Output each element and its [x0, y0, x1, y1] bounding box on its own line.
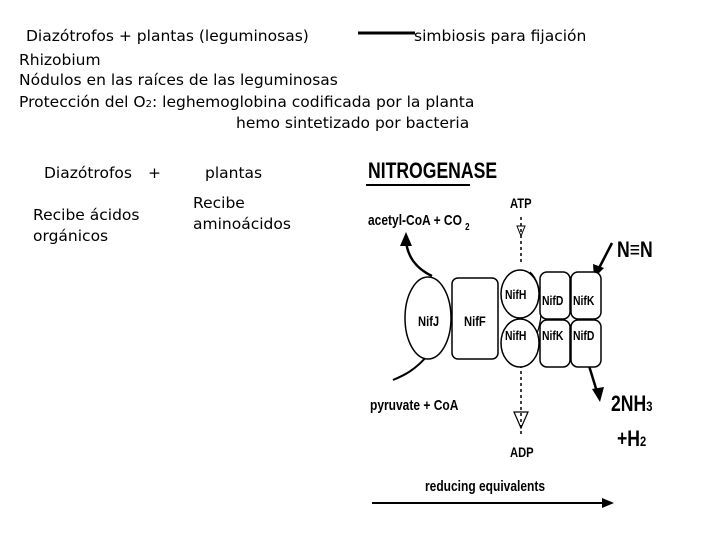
reducing-arrowhead [602, 498, 614, 508]
nh3-text: 2NH [611, 391, 647, 416]
adp-arrowhead [513, 411, 529, 430]
n2-label: N≡N [617, 237, 653, 262]
proteccion-pre: Protección del O [19, 93, 146, 111]
nh3-label: 2NH3 [611, 392, 652, 418]
nifd-top-shape [539, 271, 571, 320]
proteccion-post: : leghemoglobina codificada por la plant… [151, 93, 475, 111]
atp-arrowhead [516, 225, 526, 238]
nifj-shape [404, 276, 452, 360]
acetyl-coa-text: acetyl-CoA + CO [368, 212, 462, 229]
h2-label: +H2 [617, 427, 646, 453]
niff-label: NifF [464, 313, 486, 329]
nifh-bottom-shape [500, 318, 540, 368]
nifk-top-shape [570, 271, 602, 320]
nifd-bottom-label: NifD [573, 328, 595, 343]
pyruvate-label: pyruvate + CoA [370, 397, 459, 414]
nifk-bottom-label: NifK [542, 328, 564, 343]
recibe-acidos-line1: Recibe ácidos [33, 206, 140, 224]
plantas-label: plantas [205, 164, 263, 182]
nifk-bottom-shape [539, 319, 571, 368]
nifj-label: NifJ [418, 313, 440, 329]
plus-sign: + [148, 164, 161, 182]
h2-subscript: 2 [640, 433, 647, 449]
co2-subscript: 2 [465, 222, 470, 233]
h2-text: +H [617, 426, 640, 451]
nh3-arrowhead [592, 387, 604, 402]
nifh-top-shape [500, 269, 540, 319]
atp-label: ATP [510, 195, 532, 211]
header-proteccion: Protección del O2: leghemoglobina codifi… [19, 93, 474, 114]
nifh-bottom-label: NifH [505, 328, 527, 343]
nifd-top-label: NifD [542, 293, 564, 308]
recibe-amino-line2: aminoácidos [193, 215, 291, 233]
nifd-bottom-shape [570, 319, 602, 368]
reducing-equivalents-label: reducing equivalents [425, 478, 546, 495]
nifk-top-label: NifK [573, 293, 595, 308]
recibe-acidos-line2: orgánicos [33, 227, 109, 245]
oxygen-subscript: 2 [145, 99, 152, 110]
niff-shape [451, 277, 499, 360]
header-hemo: hemo sintetizado por bacteria [236, 114, 470, 132]
header-symbiosis-label: simbiosis para fijación [414, 27, 587, 45]
header-line-diazotrofos-plantas: Diazótrofos + plantas (leguminosas) [26, 27, 309, 45]
adp-label: ADP [510, 444, 534, 460]
nifh-top-label: NifH [505, 287, 527, 302]
nh3-subscript: 3 [646, 398, 653, 414]
recibe-amino-line1: Recibe [193, 194, 245, 212]
acetyl-arrowhead [400, 232, 412, 246]
nitrogenase-title: NITROGENASE [368, 158, 498, 183]
header-nodulos: Nódulos en las raíces de las leguminosas [19, 71, 338, 89]
header-rhizobium: Rhizobium [19, 51, 101, 69]
diazotrofos-label: Diazótrofos [44, 164, 132, 182]
